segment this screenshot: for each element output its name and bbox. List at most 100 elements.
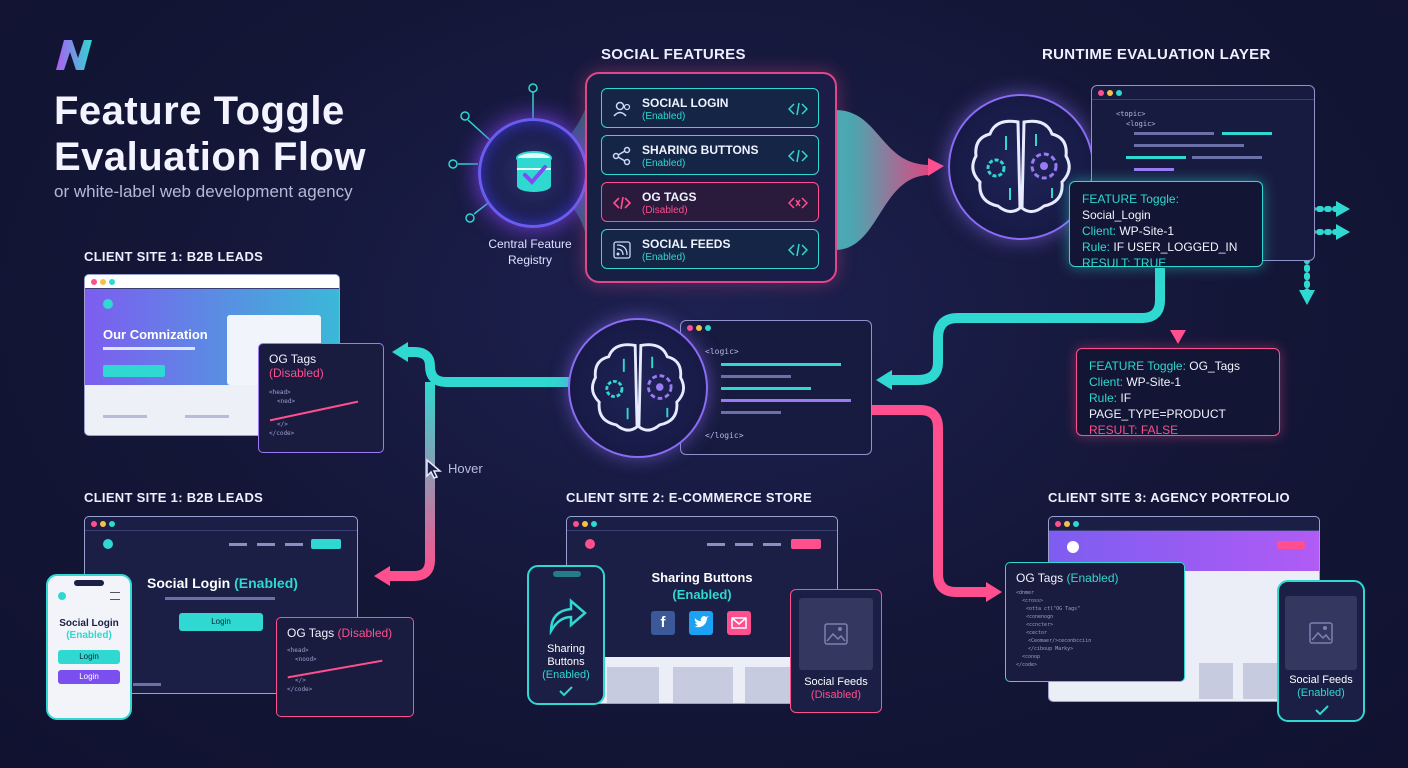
code-line-bar xyxy=(721,387,811,390)
phone-notch xyxy=(553,571,581,577)
login-button[interactable]: Login xyxy=(179,613,263,631)
feed-image-placeholder xyxy=(799,598,873,670)
site-logo-dot xyxy=(103,539,113,549)
feature-row-og-tags[interactable]: OG TAGS (Disabled) xyxy=(601,182,819,222)
central-registry-hub[interactable] xyxy=(478,118,588,228)
mid-code-close: </logic> xyxy=(705,431,744,440)
feed-image-placeholder xyxy=(1285,596,1357,670)
email-share-button[interactable] xyxy=(727,611,751,635)
nav-cta[interactable] xyxy=(1277,541,1305,549)
footer-bar xyxy=(185,415,229,418)
brand-logo-icon xyxy=(56,40,92,70)
panel-to-runtime-flow xyxy=(835,110,930,250)
evaluation-result-true: FEATURE Toggle: Social_Login Client: WP-… xyxy=(1069,181,1263,270)
mid-code-window: <logic> </logic> xyxy=(680,320,872,455)
code-tag-icon xyxy=(788,149,808,163)
code-tag-icon xyxy=(788,102,808,116)
portfolio-card[interactable] xyxy=(1199,663,1233,699)
mid-brain-engine xyxy=(568,318,708,458)
mid-code-open: <logic> xyxy=(705,347,739,356)
hover-label: Hover xyxy=(448,461,483,476)
image-icon xyxy=(824,623,848,645)
runtime-layer-label: RUNTIME EVALUATION LAYER xyxy=(1042,46,1271,63)
code-tag-icon xyxy=(788,243,808,257)
nav-cta[interactable] xyxy=(791,539,821,549)
feeds-text: Social Feeds (Disabled) xyxy=(804,676,868,701)
facebook-share-button[interactable]: f xyxy=(651,611,675,635)
site3-og-tags-card: OG Tags (Enabled) <dnmer <cross> <otta c… xyxy=(1005,562,1185,682)
site1b-og-tags-card: OG Tags (Disabled) <head> <nood> </> </c… xyxy=(276,617,414,717)
code-icon xyxy=(612,196,632,210)
code-line-bar xyxy=(721,411,781,414)
phone-login-button[interactable]: Login xyxy=(58,650,120,664)
hero-dot xyxy=(103,299,113,309)
site3-label: CLIENT SITE 3: AGENCY PORTFOLIO xyxy=(1048,490,1290,505)
phone-title: Social Login (Enabled) xyxy=(59,618,119,641)
code-line-bar xyxy=(1134,144,1244,147)
site1a-label: CLIENT SITE 1: B2B LEADS xyxy=(84,249,264,264)
runtime-code-line: <logic> xyxy=(1126,120,1156,128)
page-subtitle: or white-label web development agency xyxy=(54,182,353,201)
headline-bar xyxy=(165,597,275,600)
feature-row-sharing-buttons[interactable]: SHARING BUTTONS (Enabled) xyxy=(601,135,819,175)
nav-bar xyxy=(735,543,753,546)
nav-bar xyxy=(763,543,781,546)
code-line-bar xyxy=(1134,132,1214,135)
site2-social-feeds-card: Social Feeds (Disabled) xyxy=(790,589,882,713)
site-logo-dot xyxy=(585,539,595,549)
registry-label: Central Feature Registry xyxy=(488,237,572,267)
footer-bar xyxy=(103,415,147,418)
code-line-bar xyxy=(1192,156,1262,159)
runtime-code-line: <topic> xyxy=(1116,110,1146,118)
evaluation-result-false: FEATURE Toggle: OG_Tags Client: WP-Site-… xyxy=(1076,348,1280,437)
site1b-phone: Social Login (Enabled) Login Login xyxy=(46,574,132,720)
check-icon xyxy=(1315,705,1329,716)
code-line-bar xyxy=(1126,156,1186,159)
feature-row-social-feeds[interactable]: SOCIAL FEEDS (Enabled) xyxy=(601,229,819,269)
feeds-text: Social Feeds (Enabled) xyxy=(1289,674,1353,699)
site1a-og-tags-card: OG Tags (Disabled) <head> <ned> </> </co… xyxy=(258,343,384,453)
site-logo-dot xyxy=(1067,541,1079,553)
users-icon xyxy=(613,101,631,117)
phone-login-button-alt[interactable]: Login xyxy=(58,670,120,684)
check-icon xyxy=(559,686,573,697)
rss-icon xyxy=(613,241,631,259)
cursor-icon xyxy=(426,458,443,479)
share-icon xyxy=(612,146,631,166)
brain-gear-icon xyxy=(591,343,685,432)
hero-text-bar xyxy=(103,347,195,350)
product-card[interactable] xyxy=(745,667,791,703)
site2-headline: Sharing Buttons (Enabled) xyxy=(651,570,753,602)
feature-row-social-login[interactable]: SOCIAL LOGIN (Enabled) xyxy=(601,88,819,128)
nav-bar xyxy=(707,543,725,546)
phone-sharing-text: Sharing Buttons (Enabled) xyxy=(542,643,590,681)
site2-label: CLIENT SITE 2: E-COMMERCE STORE xyxy=(566,490,812,505)
code-line-bar xyxy=(1134,168,1174,171)
database-check-icon xyxy=(516,151,552,192)
code-line-bar xyxy=(721,363,841,366)
page-title: Feature Toggle Evaluation Flow xyxy=(54,89,366,179)
code-line-bar xyxy=(1222,132,1272,135)
site3-phone: Social Feeds (Enabled) xyxy=(1277,580,1365,722)
twitter-share-button[interactable] xyxy=(689,611,713,635)
site2-phone: Sharing Buttons (Enabled) xyxy=(527,565,605,705)
nav-bar xyxy=(285,543,303,546)
product-card[interactable] xyxy=(607,667,659,703)
product-card[interactable] xyxy=(673,667,733,703)
site1b-headline: Social Login (Enabled) xyxy=(147,575,298,591)
footer-bar xyxy=(133,683,161,686)
hero-cta-button[interactable] xyxy=(103,365,165,377)
portfolio-card[interactable] xyxy=(1243,663,1277,699)
phone-notch xyxy=(74,580,104,586)
social-features-panel: SOCIAL LOGIN (Enabled) SHARING BUTTONS (… xyxy=(585,72,837,283)
image-icon xyxy=(1309,622,1333,644)
code-line-bar xyxy=(721,399,851,402)
nav-bar xyxy=(229,543,247,546)
nav-cta[interactable] xyxy=(311,539,341,549)
nav-bar xyxy=(257,543,275,546)
site1b-label: CLIENT SITE 1: B2B LEADS xyxy=(84,490,264,505)
menu-icon[interactable] xyxy=(110,592,120,600)
phone-logo-dot xyxy=(58,592,66,600)
social-features-label: SOCIAL FEATURES xyxy=(601,46,746,63)
registry-spokes xyxy=(448,83,538,223)
